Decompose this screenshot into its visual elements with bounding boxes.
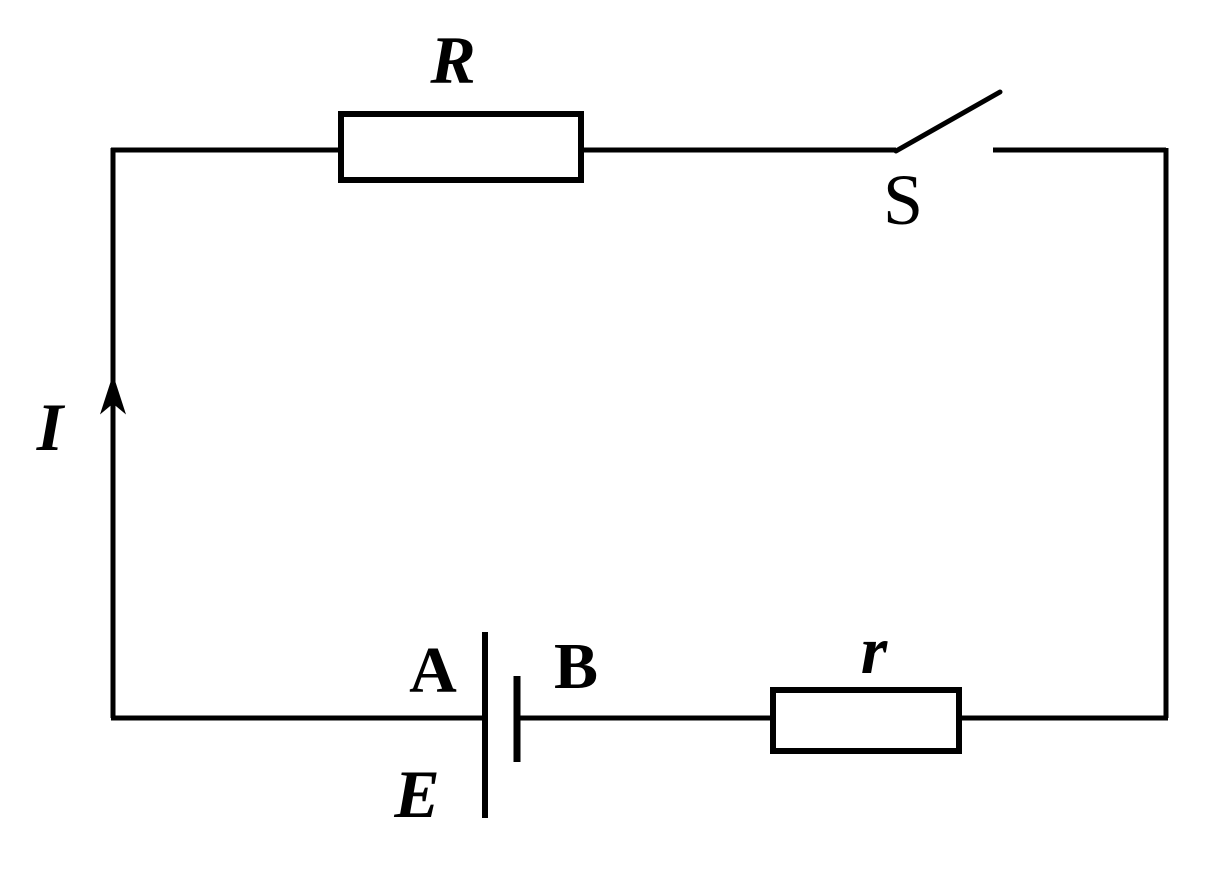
label-terminal-A: A [409, 634, 457, 707]
resistor-r-body [770, 687, 962, 754]
current-arrowhead-icon [99, 374, 127, 415]
circuit-wires [110, 147, 1169, 721]
label-resistor-R: R [429, 22, 475, 98]
label-switch-S: S [883, 160, 923, 240]
label-emf-E: E [393, 756, 439, 832]
label-terminal-B: B [554, 630, 598, 703]
switch-blade [893, 89, 1003, 154]
resistor-R-body [338, 111, 584, 183]
label-current-I: I [36, 389, 66, 465]
label-resistor-r: r [861, 612, 888, 688]
